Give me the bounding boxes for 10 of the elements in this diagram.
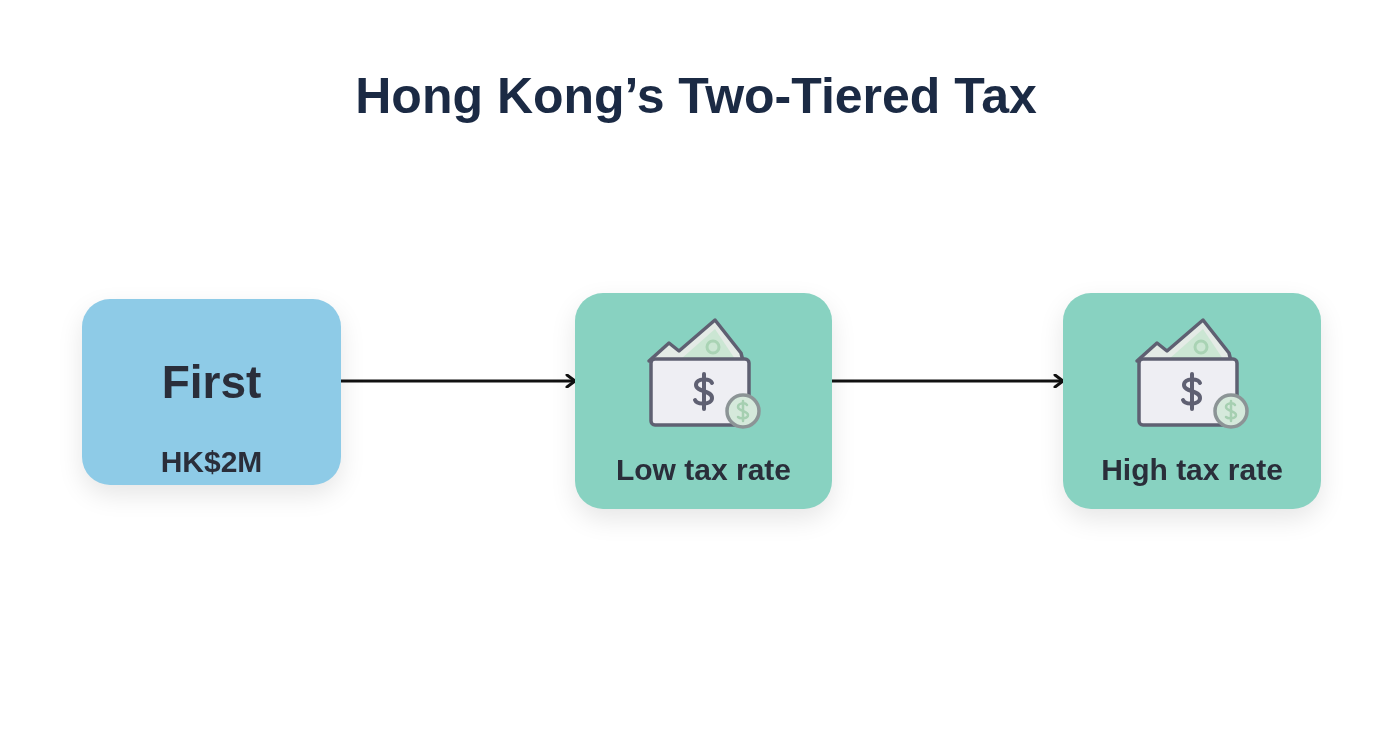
box-label: HK$2M: [160, 445, 263, 478]
process-box: [82, 299, 341, 485]
box-label: High tax rate: [1101, 453, 1283, 486]
arrow: [341, 373, 577, 389]
diagram-title: Hong Kong’s Two-Tiered Tax: [355, 67, 1037, 126]
process-box: [1063, 293, 1321, 509]
process-box: [575, 293, 832, 509]
box-heading: First: [161, 357, 262, 408]
box-label: Low tax rate: [615, 453, 792, 486]
arrow: [832, 373, 1065, 389]
